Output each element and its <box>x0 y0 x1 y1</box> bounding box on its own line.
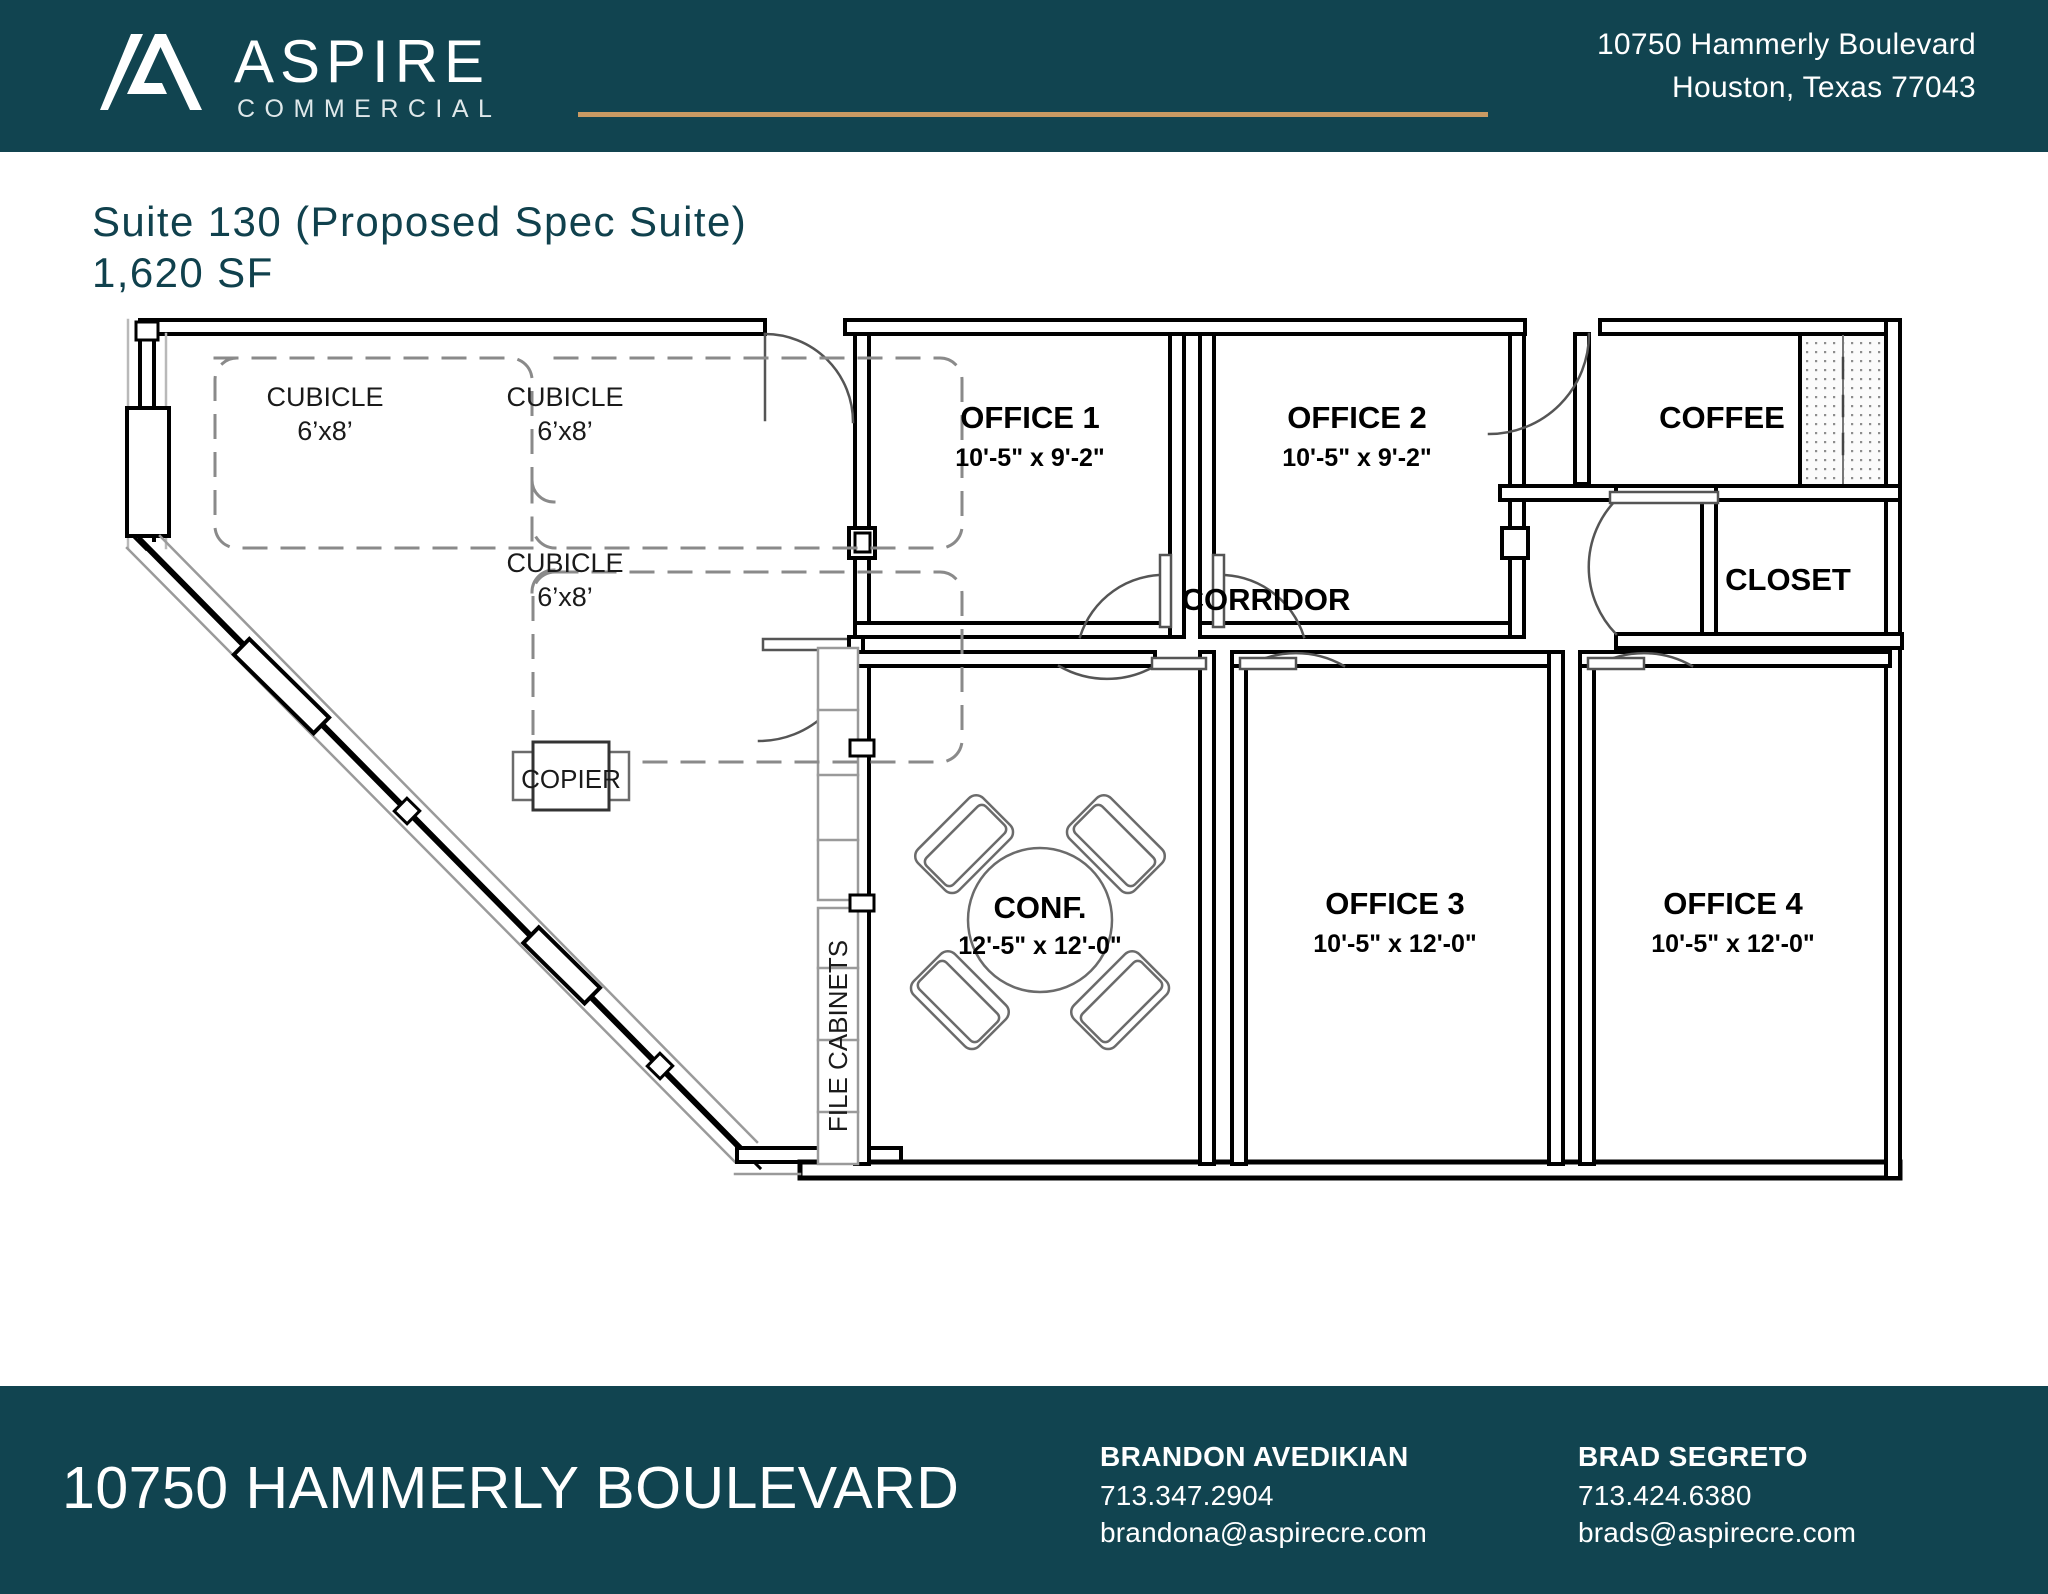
suite-area: 1,620 SF <box>92 249 274 297</box>
aspire-logo-mark <box>100 34 202 110</box>
contact-card-2: BRAD SEGRETO 713.424.6380 brads@aspirecr… <box>1578 1438 1856 1551</box>
label-cubicle-2: CUBICLE <box>506 382 623 412</box>
page-footer: 10750 HAMMERLY BOULEVARD BRANDON AVEDIKI… <box>0 1386 2048 1594</box>
label-cubicle-3: CUBICLE <box>506 548 623 578</box>
label-closet: CLOSET <box>1725 562 1851 597</box>
dim-office-2: 10'-5" x 9'-2" <box>1282 444 1432 472</box>
label-office-1: OFFICE 1 <box>960 400 1100 435</box>
room-office-4 <box>1578 650 1892 1166</box>
exterior-wall-right <box>1884 318 1902 1180</box>
dim-office-3: 10'-5" x 12'-0" <box>1313 930 1476 958</box>
exterior-wall-top-left <box>126 318 767 550</box>
dim-cubicle-1: 6’x8’ <box>297 416 353 446</box>
page-header: ASPIRE COMMERCIAL 10750 Hammerly Bouleva… <box>0 0 2048 152</box>
logo-primary-text: ASPIRE <box>234 28 491 95</box>
label-conference: CONF. <box>994 890 1087 925</box>
header-address: 10750 Hammerly Boulevard Houston, Texas … <box>1597 24 1976 109</box>
label-office-2: OFFICE 2 <box>1287 400 1427 435</box>
suite-title: Suite 130 (Proposed Spec Suite) <box>92 198 748 245</box>
dim-conference: 12'-5" x 12'-0" <box>958 932 1121 960</box>
room-office-3 <box>1230 650 1565 1166</box>
header-accent-rule <box>578 112 1488 117</box>
contact-1-name: BRANDON AVEDIKIAN <box>1100 1441 1409 1472</box>
label-copier: COPIER <box>521 764 621 794</box>
cubicle-corner-arcs <box>530 478 556 594</box>
partition-stub-conference <box>816 906 860 1166</box>
contact-2-phone[interactable]: 713.424.6380 <box>1578 1479 1752 1511</box>
header-address-line1: 10750 Hammerly Boulevard <box>1596 28 1976 61</box>
dim-office-1: 10'-5" x 9'-2" <box>955 444 1105 472</box>
exterior-wall-diagonal <box>125 533 759 1164</box>
label-file-cabinets: FILE CABINETS <box>823 940 853 1132</box>
exterior-window-left <box>125 406 171 538</box>
dim-cubicle-2: 6’x8’ <box>537 416 593 446</box>
floor-plan-drawing: CUBICLE 6’x8’ CUBICLE 6’x8’ CUBICLE 6’x8… <box>125 318 1904 1181</box>
furniture-copier <box>511 740 631 812</box>
page-title: Suite 130 (Proposed Spec Suite) 1,620 SF <box>92 196 747 299</box>
dim-office-4: 10'-5" x 12'-0" <box>1651 930 1814 958</box>
label-office-4: OFFICE 4 <box>1663 886 1803 921</box>
label-corridor: CORRIDOR <box>1182 582 1351 617</box>
cubicle-partitions <box>213 356 964 764</box>
exterior-wall-top-right <box>843 318 1902 336</box>
contact-card-1: BRANDON AVEDIKIAN 713.347.2904 brandona@… <box>1100 1438 1427 1551</box>
room-office-1 <box>847 332 1186 639</box>
contact-2-name: BRAD SEGRETO <box>1578 1441 1808 1472</box>
contact-1-phone[interactable]: 713.347.2904 <box>1100 1479 1274 1511</box>
room-closet <box>1587 484 1904 650</box>
door-open-area-top <box>763 332 855 424</box>
floor-plan-labels: CUBICLE 6’x8’ CUBICLE 6’x8’ CUBICLE 6’x8… <box>266 382 1850 1132</box>
footer-property-title: 10750 HAMMERLY BOULEVARD <box>62 1455 960 1521</box>
label-coffee: COFFEE <box>1659 400 1785 435</box>
header-address-line2: Houston, Texas 77043 <box>1672 70 1976 104</box>
furniture-file-cabinets <box>816 646 860 902</box>
aspire-logo: ASPIRE COMMERCIAL <box>100 28 501 124</box>
logo-secondary-text: COMMERCIAL <box>237 95 502 123</box>
label-cubicle-1: CUBICLE <box>266 382 383 412</box>
label-office-3: OFFICE 3 <box>1325 886 1465 921</box>
contact-2-email[interactable]: brads@aspirecre.com <box>1578 1517 1857 1549</box>
exterior-wall-bottom <box>733 1142 1903 1181</box>
contact-1-email[interactable]: brandona@aspirecre.com <box>1100 1517 1427 1549</box>
wall-jambs <box>848 738 876 913</box>
dim-cubicle-3: 6’x8’ <box>537 582 593 612</box>
conference-table-and-chairs <box>909 793 1171 1051</box>
